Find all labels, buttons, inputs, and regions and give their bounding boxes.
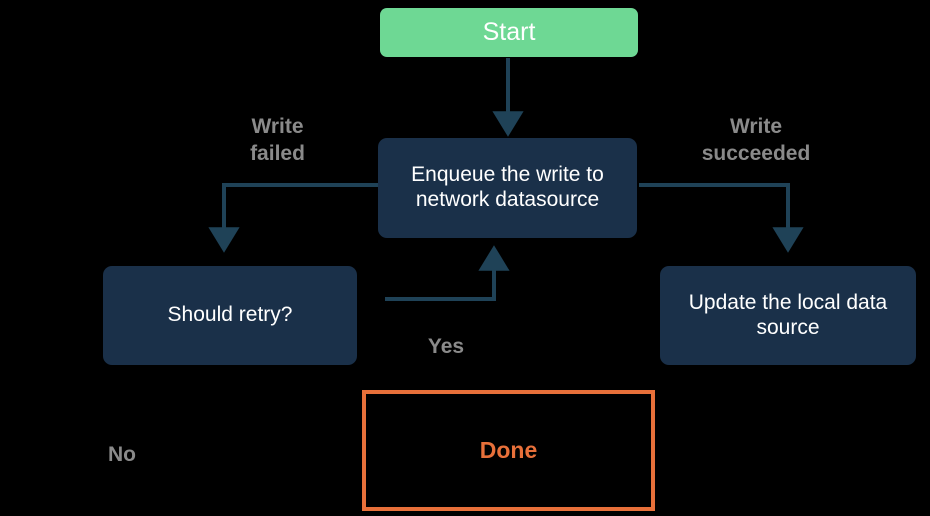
node-should-retry-label: Should retry? <box>167 303 293 327</box>
node-done[interactable]: Done <box>362 390 655 511</box>
node-done-label: Done <box>479 436 538 463</box>
edge-enqueue-to-retry <box>208 183 378 253</box>
edge-label-no: No <box>108 443 136 466</box>
edge-label-write-succeeded: Write succeeded <box>701 115 811 165</box>
edge-label-write-failed: Write failed <box>250 115 305 165</box>
edge-label-yes: Yes <box>427 335 465 358</box>
node-enqueue-write[interactable]: Enqueue the write to network datasource <box>378 138 637 238</box>
node-update-local-source[interactable]: Update the local data source <box>660 266 916 365</box>
edge-retry-yes-to-enqueue <box>385 245 510 301</box>
edge-enqueue-to-update <box>639 183 804 253</box>
node-update-local-source-label: Update the local data source <box>688 290 888 339</box>
node-start-label: Start <box>482 17 536 46</box>
node-start[interactable]: Start <box>380 8 638 57</box>
node-should-retry[interactable]: Should retry? <box>103 266 357 365</box>
node-enqueue-write-label: Enqueue the write to network datasource <box>411 163 604 211</box>
